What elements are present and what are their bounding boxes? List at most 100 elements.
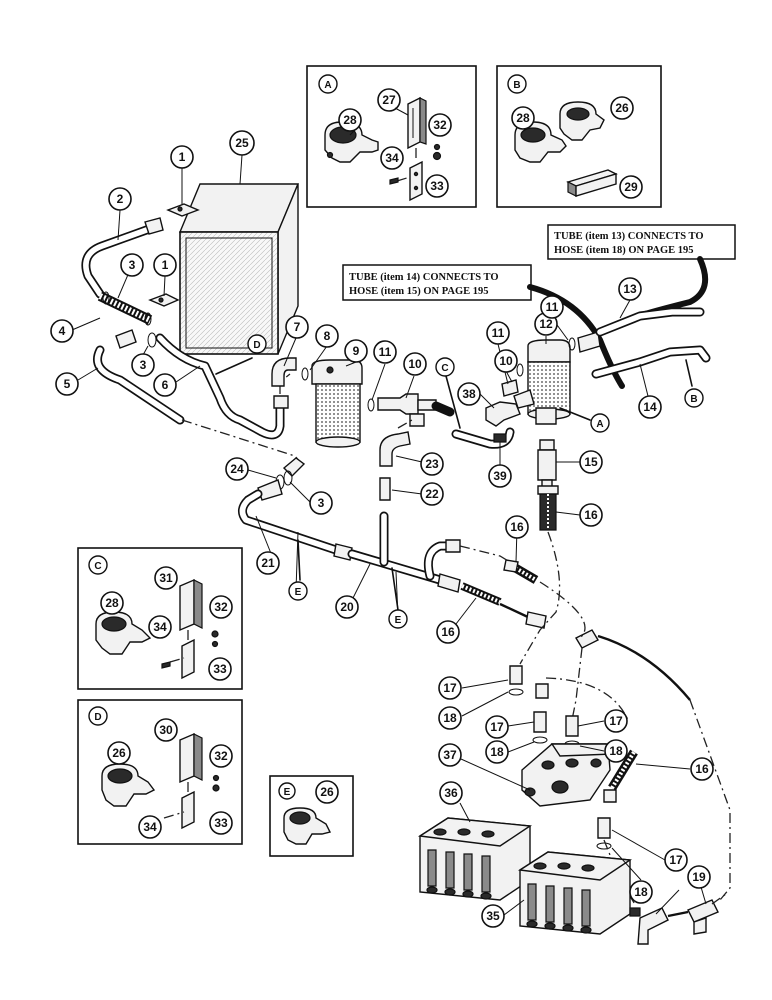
elbow-17-lower (637, 907, 669, 945)
detail-c-callout-28: 28 (100, 591, 124, 615)
fitting-15 (537, 439, 557, 489)
callout-16-left: 16 (436, 620, 460, 644)
svg-text:26: 26 (615, 101, 629, 115)
svg-text:19: 19 (692, 870, 706, 884)
svg-text:9: 9 (353, 344, 360, 358)
detail-a-callout-34: 34 (380, 146, 404, 170)
svg-text:3: 3 (318, 496, 325, 510)
elbow-7 (271, 357, 297, 387)
svg-text:E: E (295, 587, 302, 598)
svg-text:21: 21 (261, 556, 275, 570)
svg-text:13: 13 (623, 282, 637, 296)
svg-text:11: 11 (379, 345, 392, 359)
svg-text:10: 10 (499, 354, 513, 368)
svg-text:1: 1 (179, 150, 186, 164)
callout-3-upper: 3 (120, 253, 144, 277)
detail-a-callout-27: 27 (377, 88, 401, 112)
svg-text:7: 7 (294, 320, 301, 334)
svg-text:C: C (94, 561, 101, 572)
svg-text:32: 32 (214, 600, 228, 614)
svg-text:34: 34 (385, 151, 399, 165)
o-ring-8 (301, 367, 309, 381)
svg-text:34: 34 (143, 820, 157, 834)
svg-text:28: 28 (516, 111, 530, 125)
svg-text:30: 30 (159, 723, 173, 737)
svg-text:24: 24 (230, 462, 244, 476)
oil-cooler-25 (178, 183, 300, 355)
callout-11-right: 11 (540, 295, 564, 319)
detail-box-e: E 26 (269, 775, 354, 857)
svg-text:17: 17 (669, 853, 683, 867)
svg-text:A: A (324, 80, 331, 91)
fittings-17-18-left (508, 665, 580, 748)
detail-d-clamp (101, 763, 156, 807)
detail-d-callout-32: 32 (209, 744, 233, 768)
fitting-11-left (367, 398, 375, 412)
fitting-19 (687, 899, 719, 935)
ref-letter-d: D (247, 334, 267, 354)
svg-text:2: 2 (117, 192, 124, 206)
detail-d-callout-33: 33 (209, 811, 233, 835)
callout-16-mid: 16 (505, 515, 529, 539)
callout-17-d: 17 (664, 848, 688, 872)
svg-text:35: 35 (486, 909, 500, 923)
detail-c-bracket (179, 578, 203, 680)
fitting-10-right (501, 379, 519, 397)
callout-17-b: 17 (485, 715, 509, 739)
callout-8: 8 (315, 324, 339, 348)
callout-10-right: 10 (494, 349, 518, 373)
callout-39: 39 (488, 464, 512, 488)
tee-20 (347, 511, 461, 593)
callout-1-lower: 1 (153, 253, 177, 277)
detail-b-callout-28: 28 (511, 106, 535, 130)
callout-17-c: 17 (604, 709, 628, 733)
callout-4: 4 (50, 319, 74, 343)
detail-b-channel-29 (566, 169, 618, 197)
svg-text:D: D (94, 712, 101, 723)
ref-letter-e-left: E (288, 581, 308, 601)
bracket-1-lower (148, 293, 180, 307)
svg-text:3: 3 (129, 258, 136, 272)
callout-6: 6 (153, 373, 177, 397)
note-tube-14: TUBE (item 14) CONNECTS TO HOSE (item 15… (342, 264, 532, 301)
callout-14: 14 (638, 395, 662, 419)
elbow-24 (257, 457, 306, 501)
detail-box-c: C 31 28 32 34 33 (77, 547, 243, 690)
callout-9: 9 (344, 339, 368, 363)
note-tube-13-line1: TUBE (item 13) CONNECTS TO (554, 231, 704, 242)
fittings-17-18-right (596, 817, 612, 850)
detail-box-b: B 28 26 29 (496, 65, 662, 208)
svg-text:C: C (441, 363, 448, 374)
callout-17-a: 17 (438, 676, 462, 700)
detail-b-clamp-28 (514, 121, 567, 163)
ref-letter-a: A (590, 413, 610, 433)
hose-16-lower (603, 749, 638, 803)
svg-text:36: 36 (444, 786, 458, 800)
detail-a-callout-28: 28 (338, 108, 362, 132)
svg-text:18: 18 (634, 885, 648, 899)
svg-text:6: 6 (162, 378, 169, 392)
note-tube-14-line1: TUBE (item 14) CONNECTS TO (349, 272, 499, 283)
callout-16-right: 16 (579, 503, 603, 527)
svg-text:A: A (596, 419, 603, 430)
detail-e-letter: E (278, 782, 296, 800)
svg-text:20: 20 (340, 600, 354, 614)
svg-text:16: 16 (510, 520, 524, 534)
filter-9 (311, 359, 363, 448)
callout-21: 21 (256, 551, 280, 575)
ref-letter-b: B (684, 388, 704, 408)
note-tube-13: TUBE (item 13) CONNECTS TO HOSE (item 18… (547, 224, 736, 260)
svg-text:23: 23 (425, 457, 439, 471)
callout-15: 15 (579, 450, 603, 474)
detail-d-letter: D (88, 706, 108, 726)
detail-c-callout-32: 32 (209, 595, 233, 619)
callout-36: 36 (439, 781, 463, 805)
svg-text:12: 12 (539, 317, 553, 331)
detail-box-d: D 30 26 32 34 33 (77, 699, 243, 845)
callout-20: 20 (335, 595, 359, 619)
callout-11-mid: 11 (486, 321, 510, 345)
svg-text:17: 17 (609, 714, 623, 728)
hose-16-right (460, 582, 502, 606)
fitting-18-lower (629, 907, 641, 917)
callout-3-lower: 3 (131, 353, 155, 377)
